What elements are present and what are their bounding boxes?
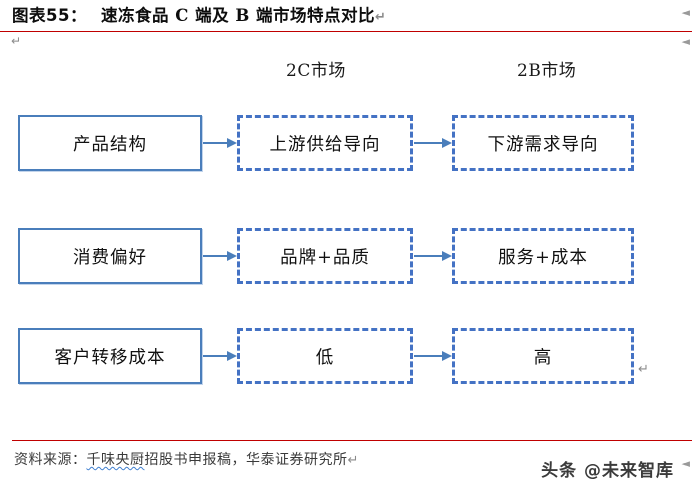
cell-2c-value: 低 [237, 328, 413, 384]
row-label-box: 产品结构 [18, 115, 202, 171]
title-divider-rule [0, 31, 692, 32]
column-header-2b: 2B市场 [517, 61, 577, 81]
diagram-row: 消费偏好 品牌+品质 服务+成本 [0, 228, 692, 284]
source-company-name: 千味央厨 [86, 452, 145, 468]
arrow-right-icon [203, 250, 237, 262]
title-figure-label: 图表55： [12, 6, 87, 25]
cell-2b-value: 服务+成本 [452, 228, 634, 284]
cell-2c-value: 上游供给导向 [237, 115, 413, 171]
page-edge-chevron-icon: ◄ [681, 35, 690, 48]
arrow-right-icon [203, 350, 237, 362]
comparison-diagram: 2C市场 2B市场 产品结构 上游供给导向 下游需求导向 消费偏好 品牌+品质 … [0, 38, 692, 430]
title-main-text: 速冻食品 C 端及 B 端市场特点对比 [100, 6, 376, 25]
source-note: 资料来源：千味央厨招股书申报稿，华泰证券研究所↵ [14, 449, 359, 469]
row-label-box: 消费偏好 [18, 228, 202, 284]
source-rest: 招股书申报稿，华泰证券研究所 [144, 452, 348, 468]
source-return-icon: ↵ [347, 453, 359, 468]
column-header-2c: 2C市场 [286, 61, 346, 81]
row-label-box: 客户转移成本 [18, 328, 202, 384]
arrow-right-icon [414, 137, 452, 149]
source-prefix: 资料来源： [14, 452, 87, 468]
page-edge-chevron-icon: ◄ [681, 457, 690, 470]
diagram-row: 产品结构 上游供给导向 下游需求导向 [0, 115, 692, 171]
diagram-row: 客户转移成本 低 高 ↵ [0, 328, 692, 384]
cell-2b-value: 高 [452, 328, 634, 384]
chart-title-bar: 图表55： 速冻食品 C 端及 B 端市场特点对比↵ [0, 0, 692, 32]
page-title: 图表55： 速冻食品 C 端及 B 端市场特点对比↵ [12, 2, 386, 26]
cell-2b-value: 下游需求导向 [452, 115, 634, 171]
arrow-right-icon [414, 250, 452, 262]
page-edge-chevron-icon: ◄ [681, 6, 690, 19]
title-return-icon: ↵ [375, 10, 387, 25]
diagram-return-icon: ↵ [638, 362, 649, 377]
paragraph-return-icon: ↵ [11, 34, 22, 48]
footer-divider-rule [12, 440, 692, 441]
arrow-right-icon [203, 137, 237, 149]
watermark: 头条 @未来智库 [541, 461, 674, 481]
arrow-right-icon [414, 350, 452, 362]
cell-2c-value: 品牌+品质 [237, 228, 413, 284]
